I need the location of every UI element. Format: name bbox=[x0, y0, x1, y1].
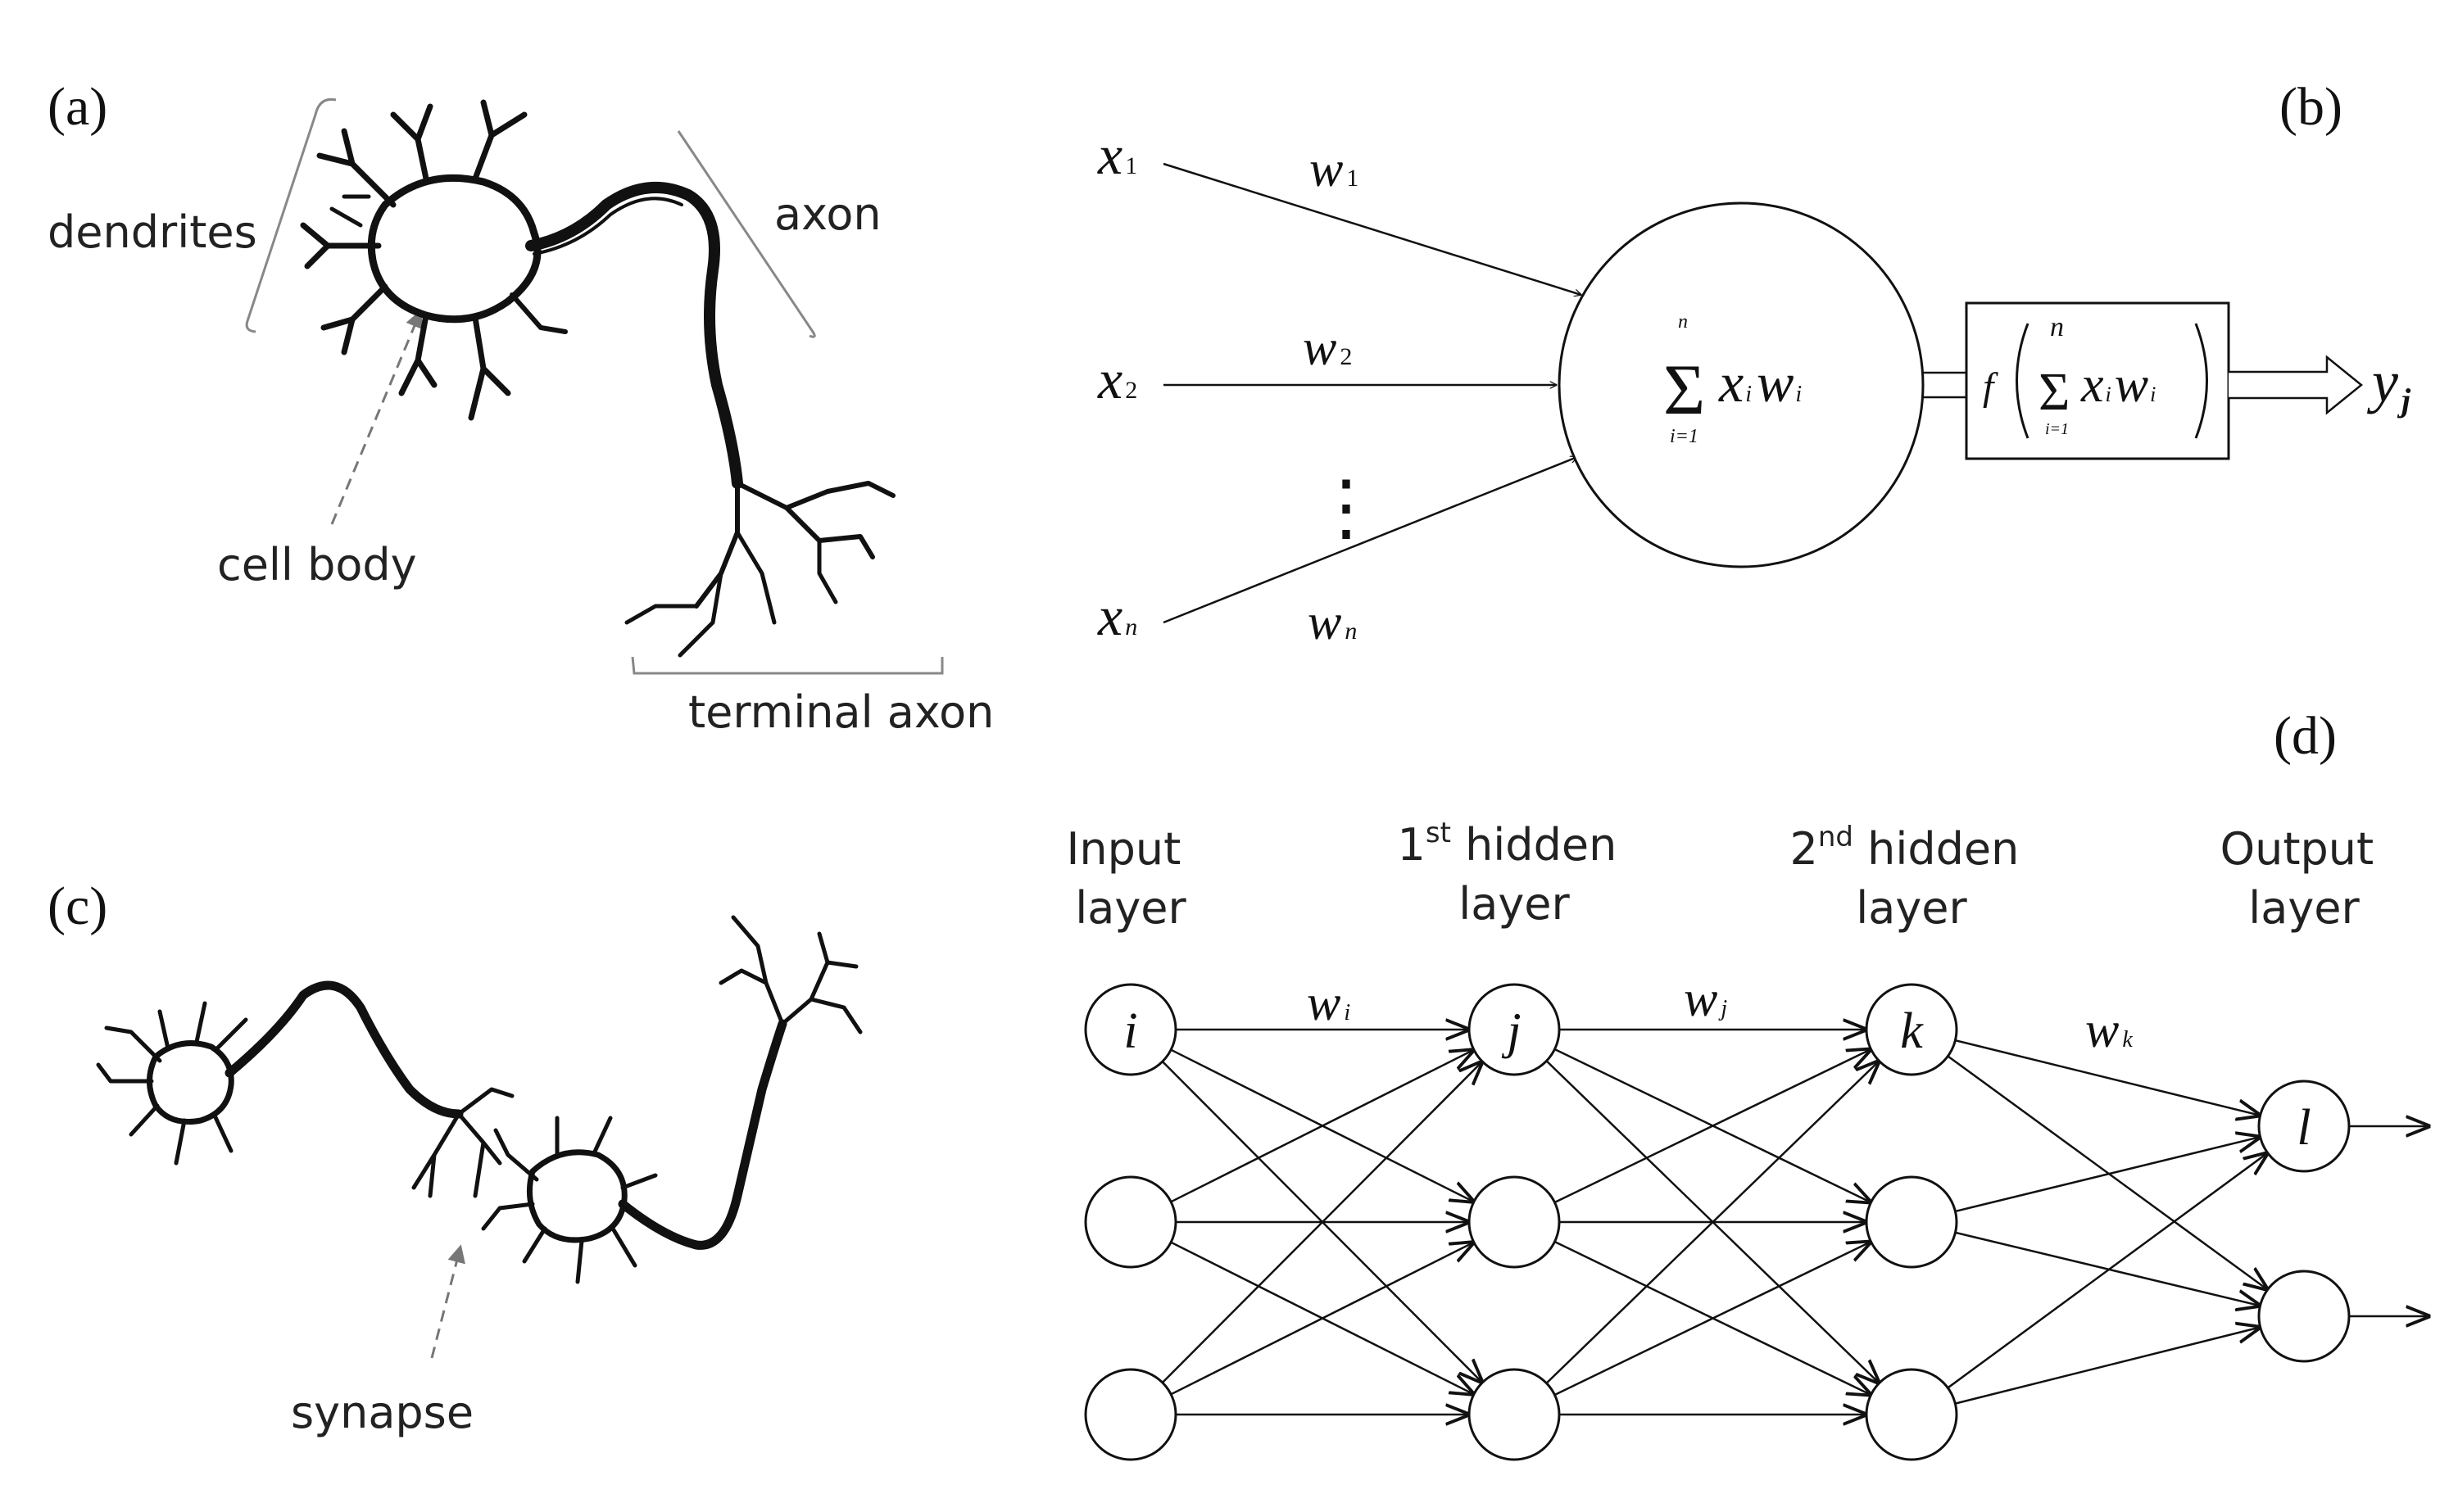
layer-headers: Input layer 1st hidden layer 2nd hidden … bbox=[1067, 817, 2388, 934]
panel-label-b: (b) bbox=[2279, 77, 2342, 137]
synapse-drawing bbox=[96, 915, 863, 1284]
synapse-label: synapse bbox=[291, 1387, 474, 1438]
edge-hidden2-2-to-output-1 bbox=[1955, 1137, 2260, 1213]
panel-label-a: (a) bbox=[48, 77, 107, 137]
edge-hidden2-1-to-output-1 bbox=[1955, 1039, 2260, 1116]
edge-input-2-to-hidden1-1 bbox=[1170, 1050, 1474, 1203]
svg-text:n: n bbox=[2050, 312, 2064, 342]
node-hidden2-3 bbox=[1865, 1368, 1958, 1461]
layer-header-hidden1: 1st hidden layer bbox=[1398, 817, 1631, 930]
node-label-input: i bbox=[1123, 1003, 1137, 1059]
neuron-drawing bbox=[300, 99, 896, 658]
dendrites-bracket bbox=[245, 97, 337, 333]
axon-bracket bbox=[677, 130, 816, 338]
panel-a-neuron: dendrites axon cell body terminal axon bbox=[48, 97, 994, 738]
axon-label: axon bbox=[774, 188, 882, 240]
node-label-hidden2: k bbox=[1900, 1003, 1924, 1059]
edge-input-3-to-hidden1-1 bbox=[1161, 1062, 1482, 1383]
svg-text:Σ: Σ bbox=[1663, 351, 1705, 430]
svg-text:Σ: Σ bbox=[2039, 362, 2070, 422]
input-ellipsis: ⋮ bbox=[1309, 468, 1383, 549]
terminal-axon-label: terminal axon bbox=[688, 686, 994, 738]
svg-text:xiwi: xiwi bbox=[1718, 351, 1802, 414]
dendrites-label: dendrites bbox=[48, 206, 257, 258]
svg-text:i=1: i=1 bbox=[1670, 426, 1698, 447]
svg-text:i=1: i=1 bbox=[2045, 420, 2069, 438]
panel-d-network: Input layer 1st hidden layer 2nd hidden … bbox=[1067, 817, 2430, 1461]
edge-hidden1-3-to-hidden2-1 bbox=[1545, 1061, 1879, 1384]
terminal-axon-bracket bbox=[631, 656, 944, 675]
network-connections bbox=[1161, 1030, 2429, 1415]
node-hidden1-2 bbox=[1467, 1175, 1561, 1269]
node-label-output: l bbox=[2297, 1100, 2311, 1156]
activation-box bbox=[1965, 301, 2230, 460]
edge-hidden1-3-to-hidden2-2 bbox=[1553, 1242, 1871, 1397]
node-hidden2-2 bbox=[1865, 1175, 1958, 1269]
input-arrow-n bbox=[1163, 457, 1577, 624]
node-hidden1-1 bbox=[1467, 983, 1561, 1076]
layer-header-output: Output layer bbox=[2220, 823, 2388, 934]
activation-formula: f Σ n i=1 xiwi bbox=[1983, 312, 2208, 439]
edge-hidden2-1-to-output-2 bbox=[1947, 1055, 2267, 1289]
svg-text:n: n bbox=[1678, 311, 1688, 333]
node-hidden1-3 bbox=[1467, 1368, 1561, 1461]
node-input-1 bbox=[1084, 983, 1177, 1076]
node-output-2 bbox=[2257, 1270, 2351, 1363]
edge-hidden2-3-to-output-1 bbox=[1947, 1153, 2267, 1389]
synapse-pointer bbox=[430, 1244, 465, 1359]
cell-body-label: cell body bbox=[217, 539, 417, 591]
panel-label-d: (d) bbox=[2274, 706, 2337, 766]
node-hidden2-1 bbox=[1865, 983, 1958, 1076]
input-arrow-1 bbox=[1163, 162, 1581, 295]
node-output-1 bbox=[2257, 1080, 2351, 1173]
node-input-2 bbox=[1084, 1175, 1177, 1269]
panel-label-c: (c) bbox=[48, 876, 107, 936]
edge-hidden1-2-to-hidden2-1 bbox=[1553, 1049, 1871, 1204]
edge-hidden2-3-to-output-2 bbox=[1955, 1327, 2260, 1405]
summation-node bbox=[1558, 201, 1925, 568]
svg-text:xiwi: xiwi bbox=[2080, 357, 2156, 413]
edge-input-3-to-hidden1-2 bbox=[1170, 1243, 1474, 1396]
node-input-3 bbox=[1084, 1368, 1177, 1461]
output-arrow bbox=[2229, 355, 2363, 415]
summation-formula: Σ n i=1 xiwi bbox=[1663, 311, 1802, 447]
layer-header-input: Input layer bbox=[1067, 823, 1195, 934]
layer-header-hidden2: 2nd hidden layer bbox=[1789, 821, 2033, 934]
panel-c-synapse: synapse bbox=[96, 915, 863, 1438]
